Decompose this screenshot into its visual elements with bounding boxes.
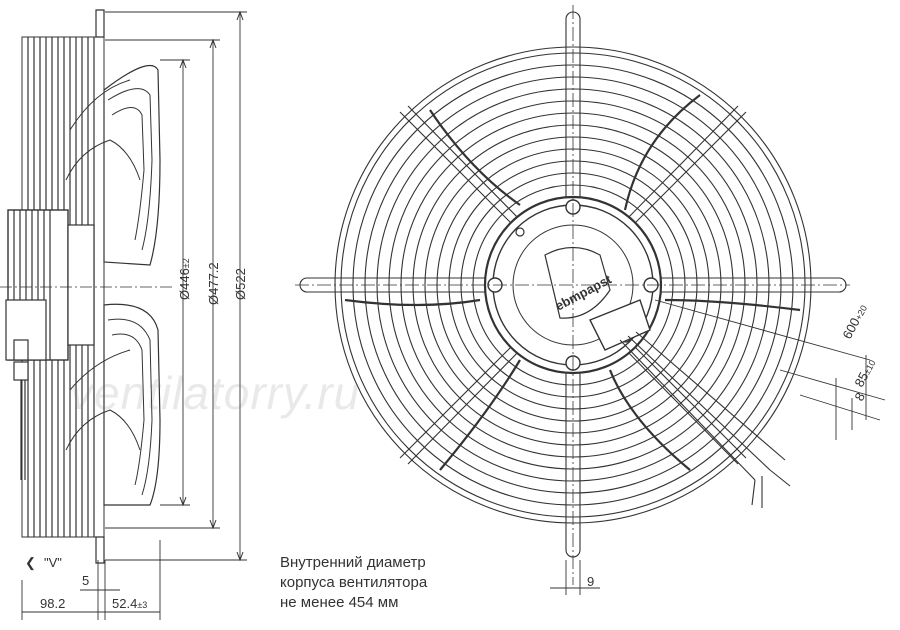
dim-85: 85±10	[851, 356, 878, 389]
side-dimensions	[21, 10, 247, 620]
front-dimensions	[550, 299, 886, 595]
dim-600: 600+20	[839, 302, 870, 342]
fan-front-view	[295, 5, 850, 585]
view-label: "V"	[44, 555, 62, 570]
front-blades	[344, 94, 801, 471]
view-arrow-icon: ❮	[25, 555, 36, 571]
housing-note: Внутренний диаметр корпуса вентилятора н…	[280, 553, 427, 613]
dim-8: 8	[851, 390, 868, 403]
upper-blade	[103, 64, 161, 266]
front-cable	[619, 331, 791, 508]
side-dim-labels: Ø446±2 Ø477.2 Ø522 5 98.2 52.4±3 ❮ "V"	[25, 258, 248, 611]
note-line-1: Внутренний диаметр	[280, 554, 426, 571]
dim-477: Ø477.2	[206, 262, 221, 305]
note-line-2: корпуса вентилятора	[280, 574, 428, 591]
dim-522: Ø522	[233, 268, 248, 300]
dim-446: Ø446±2	[177, 258, 192, 300]
dim-9: 9	[587, 574, 594, 589]
watermark: ventilatorry.ru	[70, 367, 361, 419]
side-motor	[5, 209, 95, 480]
fan-side-view	[0, 9, 175, 564]
dim-98: 98.2	[40, 596, 65, 611]
dim-5: 5	[82, 573, 89, 588]
note-line-3: не менее 454 мм	[280, 594, 399, 611]
dim-52: 52.4±3	[112, 596, 147, 611]
